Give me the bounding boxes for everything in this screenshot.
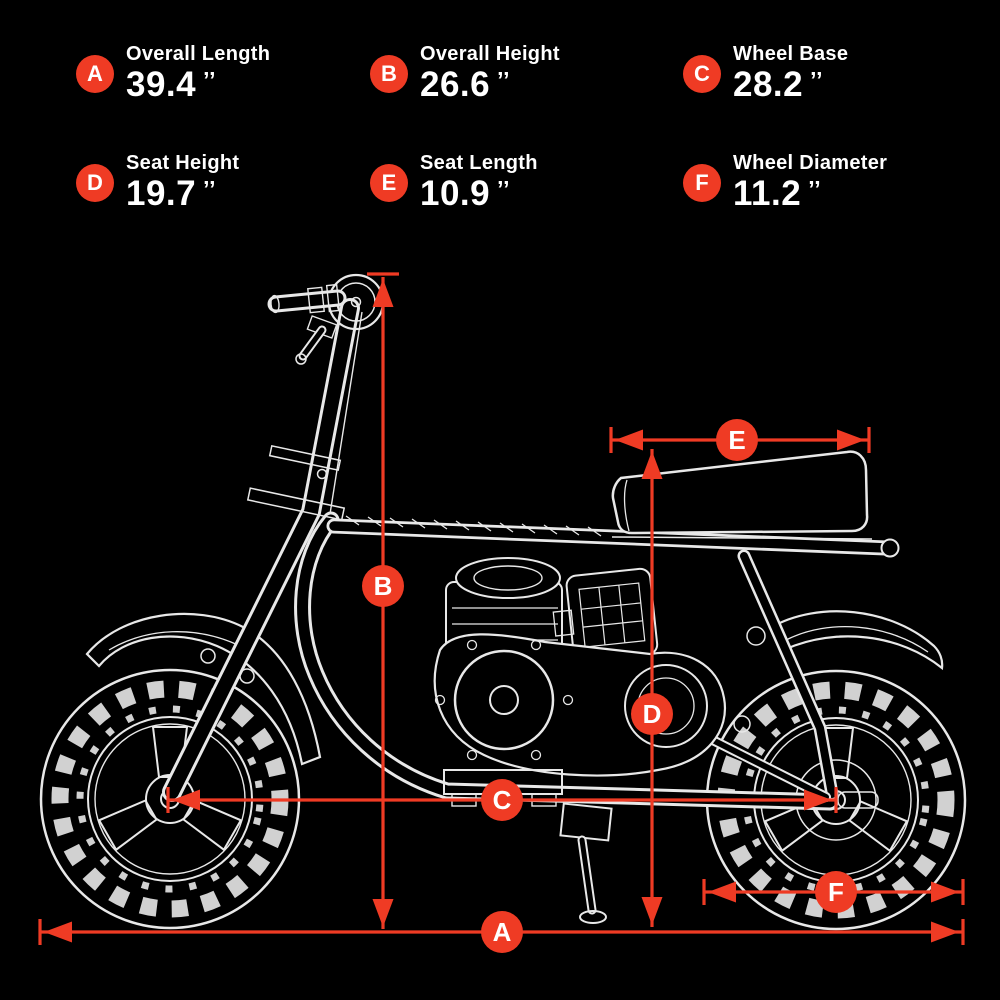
dimension-badge-c: C [481,779,523,821]
inch-unit: ’’ [810,67,824,94]
spec-badge-f: F [683,164,721,202]
spec-text-wheel-diameter: Wheel Diameter 11.2’’ [733,152,887,214]
spec-item-overall-length: A Overall Length 39.4’’ [76,38,270,110]
dimension-badge-e: E [716,419,758,461]
handlebar [267,273,385,365]
spec-value: 10.9’’ [420,174,511,214]
kickstand [559,802,613,924]
dimension-badge-a: A [481,911,523,953]
spec-value: 28.2’’ [733,65,824,105]
dimension-badge-d: D [631,693,673,735]
belt-cover [433,633,727,777]
dimension-lines: B E D C F A [38,272,965,953]
inch-unit: ’’ [497,176,511,203]
inch-unit: ’’ [808,176,822,203]
inch-unit: ’’ [497,67,511,94]
svg-text:E: E [728,425,745,455]
spec-text-overall-length: Overall Length 39.4’’ [126,43,270,105]
spec-badge-b: B [370,55,408,93]
svg-text:D: D [643,699,662,729]
arrow-up-icon [641,451,663,479]
spec-badge-c: C [683,55,721,93]
spec-item-wheel-diameter: F Wheel Diameter 11.2’’ [683,147,887,219]
spec-text-seat-height: Seat Height 19.7’’ [126,152,239,214]
arrow-left-icon [615,429,643,451]
seat [611,450,873,540]
spec-value: 39.4’’ [126,65,217,105]
arrow-right-icon [837,429,865,451]
spec-label: Wheel Diameter [733,152,888,175]
spec-label: Overall Height [420,43,560,66]
spec-badge-d: D [76,164,114,202]
front-fork [162,298,363,802]
dimension-badge-f: F [815,871,857,913]
inch-unit: ’’ [203,67,217,94]
svg-text:A: A [493,917,512,947]
arrow-down-icon [641,897,663,925]
spec-value: 19.7’’ [126,174,217,214]
arrow-right-icon [931,881,959,903]
rear-fender [768,610,944,671]
svg-text:C: C [493,785,512,815]
spec-text-overall-height: Overall Height 26.6’’ [420,43,560,105]
bike-line-art [41,273,965,929]
engine [433,557,766,807]
spec-label: Wheel Base [733,43,849,66]
spec-item-seat-height: D Seat Height 19.7’’ [76,147,239,219]
svg-text:F: F [828,877,844,907]
arrow-right-icon [931,921,959,943]
arrow-left-icon [44,921,72,943]
spec-value: 11.2’’ [733,174,822,214]
spec-badge-e: E [370,164,408,202]
spec-item-seat-length: E Seat Length 10.9’’ [370,147,538,219]
spec-value: 26.6’’ [420,65,511,105]
spec-item-overall-height: B Overall Height 26.6’’ [370,38,560,110]
frame [294,511,900,811]
spec-label: Seat Height [126,152,240,175]
spec-item-wheel-base: C Wheel Base 28.2’’ [683,38,848,110]
dimension-line-d [641,449,663,927]
spec-label: Seat Length [420,152,538,175]
dimension-badge-b: B [362,565,404,607]
arrow-left-icon [708,881,736,903]
spec-text-seat-length: Seat Length 10.9’’ [420,152,538,214]
svg-text:B: B [374,571,393,601]
spec-badge-a: A [76,55,114,93]
inch-unit: ’’ [203,176,217,203]
spec-label: Overall Length [126,43,271,66]
spec-text-wheel-base: Wheel Base 28.2’’ [733,43,848,105]
arrow-down-icon [372,899,394,927]
